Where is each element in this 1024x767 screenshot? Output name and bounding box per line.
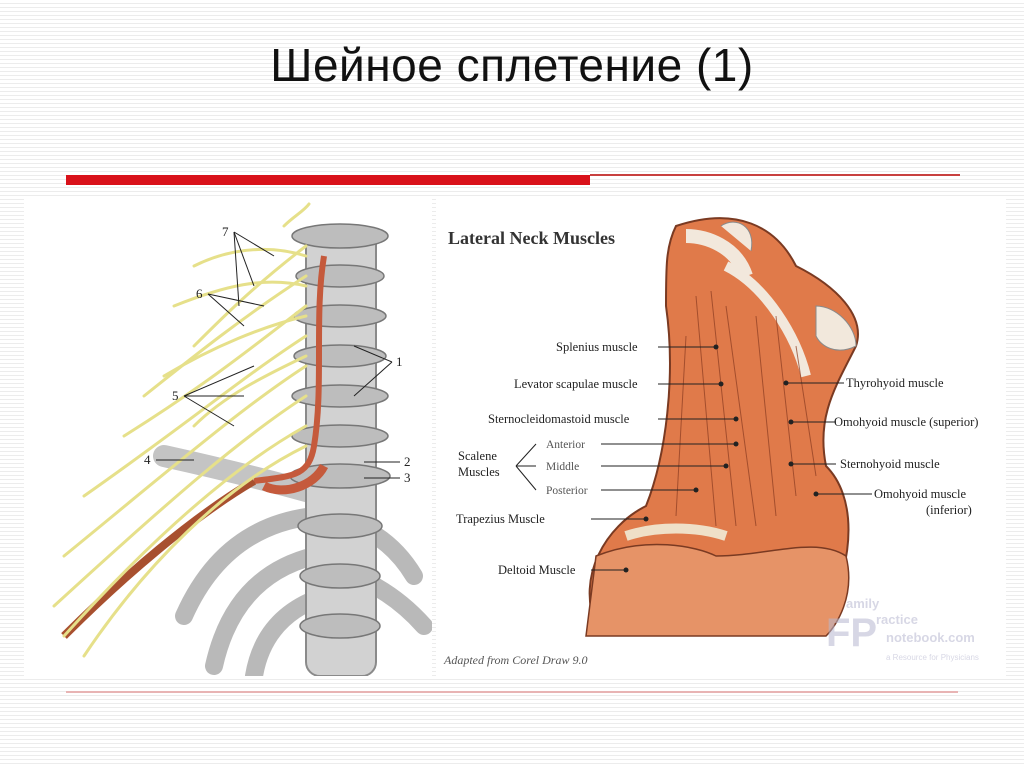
slide-title: Шейное сплетение (1) <box>270 39 754 91</box>
label-5: 5 <box>172 388 179 403</box>
right-right-leader-lines <box>786 382 872 495</box>
label-middle: Middle <box>546 461 579 473</box>
label-posterior: Posterior <box>546 485 588 497</box>
figure-credit: Adapted from Corel Draw 9.0 <box>443 653 587 667</box>
left-leader-lines <box>156 231 400 479</box>
label-1: 1 <box>396 354 403 369</box>
label-2: 2 <box>404 454 411 469</box>
label-deltoid: Deltoid Muscle <box>498 563 576 577</box>
label-trapezius: Trapezius Muscle <box>456 512 545 526</box>
left-muscle-labels: Splenius muscle Levator scapulae muscle … <box>456 340 638 577</box>
watermark-letters: FP <box>826 611 877 655</box>
leader-dots <box>623 344 819 573</box>
subclavian-artery <box>261 463 329 495</box>
label-anterior: Anterior <box>546 439 585 451</box>
watermark-line3: notebook.com <box>886 630 975 645</box>
lateral-neck-muscles-svg: Lateral Neck Muscles <box>443 217 979 667</box>
vertebral-artery <box>253 255 327 484</box>
figure-heading: Lateral Neck Muscles <box>448 228 615 248</box>
label-splenius: Splenius muscle <box>556 340 638 354</box>
label-omohyoid-inferior-1: Omohyoid muscle <box>874 487 966 501</box>
label-scalene-2: Muscles <box>458 465 500 479</box>
vertebral-column <box>289 223 391 677</box>
cervical-plexus-illustration: 7 6 5 4 1 2 3 <box>24 196 433 685</box>
neck-muscle-figure <box>585 217 859 637</box>
left-figure-numbers: 7 6 5 4 1 2 3 <box>144 224 411 485</box>
label-levator-scapulae: Levator scapulae muscle <box>514 377 638 391</box>
right-muscle-labels: Thyrohyoid muscle Omohyoid muscle (super… <box>834 376 978 517</box>
ribs <box>175 507 433 685</box>
label-7: 7 <box>222 224 229 239</box>
label-4: 4 <box>144 452 151 467</box>
watermark-line2: ractice <box>876 612 918 627</box>
title-underline-red <box>66 175 590 185</box>
familypractice-watermark: FP amily ractice notebook.com a Resource… <box>826 596 979 662</box>
label-thyrohyoid: Thyrohyoid muscle <box>846 376 944 390</box>
label-omohyoid-superior: Omohyoid muscle (superior) <box>834 415 978 429</box>
cervical-plexus-svg: 7 6 5 4 1 2 3 <box>52 202 433 685</box>
label-3: 3 <box>404 470 411 485</box>
label-scalene-1: Scalene <box>458 449 497 463</box>
cervical-plexus-nerves <box>52 202 311 658</box>
lateral-neck-muscles-illustration: Lateral Neck Muscles <box>436 196 1006 676</box>
label-6: 6 <box>196 286 203 301</box>
label-sternocleidomastoid: Sternocleidomastoid muscle <box>488 412 630 426</box>
bottom-divider <box>66 691 958 693</box>
label-omohyoid-inferior-2: (inferior) <box>926 503 972 517</box>
watermark-tagline: a Resource for Physicians <box>886 653 979 662</box>
title-underline-thin <box>590 174 960 176</box>
watermark-line1: amily <box>846 596 880 611</box>
right-left-leader-lines <box>515 346 736 571</box>
label-sternohyoid: Sternohyoid muscle <box>840 457 940 471</box>
